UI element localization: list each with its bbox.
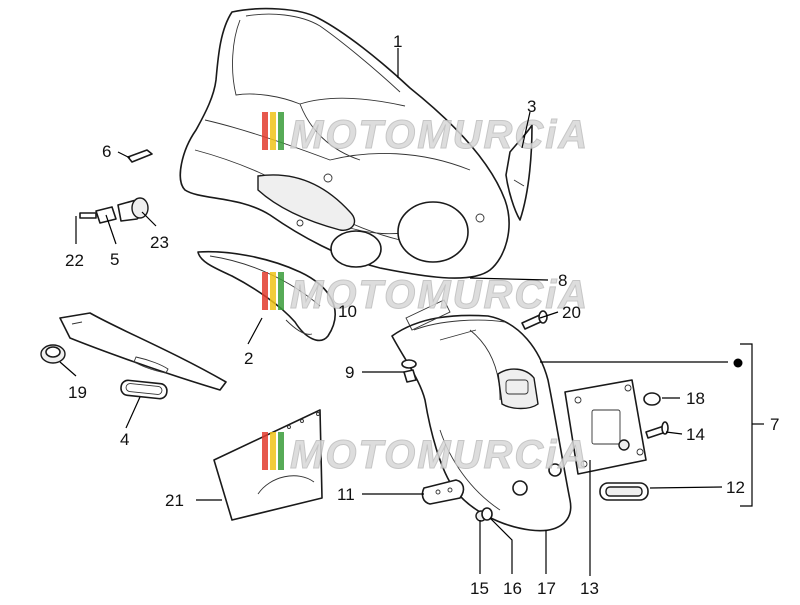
watermark-top: MOTOMURCiA xyxy=(262,112,589,158)
callout-7: 7 xyxy=(770,415,779,434)
callout-12: 12 xyxy=(726,478,745,497)
rear-mudguard-part xyxy=(391,299,572,532)
callout-16: 16 xyxy=(503,579,522,598)
rubber-pad-part xyxy=(120,379,168,400)
callout-17: 17 xyxy=(537,579,556,598)
callout-23: 23 xyxy=(150,233,169,252)
rod-part xyxy=(127,149,153,163)
callout-14: 14 xyxy=(686,425,705,444)
callout-3: 3 xyxy=(527,97,536,116)
callout-1: 1 xyxy=(393,32,402,51)
front-shield-part xyxy=(179,7,510,279)
watermark-stripe xyxy=(278,112,284,150)
callout-21: 21 xyxy=(165,491,184,510)
watermark-stripe xyxy=(278,272,284,310)
watermark-stripe xyxy=(278,432,284,470)
watermark-bottom: MOTOMURCiA xyxy=(262,432,589,478)
callout-8: 8 xyxy=(558,271,567,290)
watermark-stripe xyxy=(262,272,268,310)
callout-4: 4 xyxy=(120,430,129,449)
cap-18-part xyxy=(643,392,661,406)
washer-nut-part xyxy=(475,507,493,522)
watermark-stripe xyxy=(270,112,276,150)
indicator-opening xyxy=(330,230,382,268)
watermark-stripe xyxy=(270,432,276,470)
leader-lines xyxy=(59,48,764,576)
callout-19: 19 xyxy=(68,383,87,402)
footboard-strip-part xyxy=(59,312,227,391)
callout-15: 15 xyxy=(470,579,489,598)
screw-9-part xyxy=(401,359,417,383)
callout-2: 2 xyxy=(244,349,253,368)
leader-dot xyxy=(733,358,743,368)
callout-22: 22 xyxy=(65,251,84,270)
license-lamp-11-part xyxy=(421,479,465,505)
license-plate-holder-part xyxy=(564,379,647,475)
watermark-stripe xyxy=(262,112,268,150)
watermark-text: MOTOMURCiA xyxy=(290,433,589,477)
watermark-stripe xyxy=(262,432,268,470)
rubber-bushing-part xyxy=(40,344,66,364)
callout-10: 10 xyxy=(338,302,357,321)
fastener-set xyxy=(79,197,149,224)
watermark-text: MOTOMURCiA xyxy=(290,113,589,157)
callout-5: 5 xyxy=(110,250,119,269)
watermark-stripe xyxy=(270,272,276,310)
callout-20: 20 xyxy=(562,303,581,322)
callout-18: 18 xyxy=(686,389,705,408)
reflector-12-part xyxy=(599,482,649,501)
callout-labels: 1 2 3 4 5 6 7 8 9 10 11 12 13 14 15 16 1… xyxy=(65,32,779,598)
callout-6: 6 xyxy=(102,142,111,161)
callout-11: 11 xyxy=(337,485,355,504)
screw-14-part xyxy=(645,421,669,439)
headlight-opening xyxy=(397,201,469,263)
callout-13: 13 xyxy=(580,579,599,598)
callout-9: 9 xyxy=(345,363,354,382)
watermark-middle: MOTOMURCiA xyxy=(262,272,588,318)
